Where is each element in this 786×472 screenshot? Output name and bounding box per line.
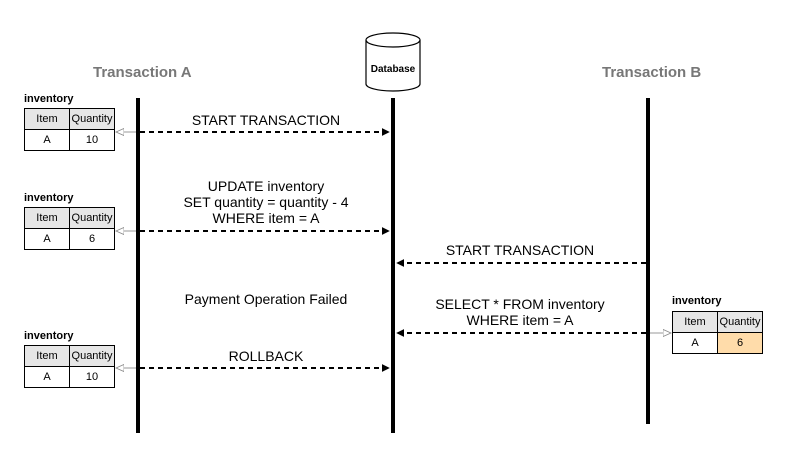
cell-item: A [672,332,718,354]
transaction-b-title: Transaction B [602,64,702,81]
table-header-row: Item Quantity [672,311,763,333]
column-header: Quantity [69,207,115,229]
cell-quantity: 10 [69,366,115,388]
message-text: ROLLBACK [228,348,304,364]
table-row: A 10 [24,366,115,388]
cell-quantity: 10 [69,129,115,151]
inventory-table-4: Item Quantity A 6 [672,311,763,354]
column-header: Quantity [69,345,115,367]
note-payment-failed: Payment Operation Failed [185,291,348,307]
message-line: UPDATE inventory [207,178,325,194]
table-header-row: Item Quantity [24,108,115,130]
column-header: Quantity [69,108,115,130]
message-text: START TRANSACTION [191,112,341,128]
cell-item: A [24,366,70,388]
column-header: Quantity [717,311,763,333]
table-header-row: Item Quantity [24,345,115,367]
database-icon [365,32,421,92]
transaction-a-title: Transaction A [93,64,192,81]
message-select: SELECT * FROM inventory WHERE item = A [435,296,604,328]
inventory-table-2: Item Quantity A 6 [24,207,115,250]
inventory-table-1-title: inventory [24,93,74,105]
column-header: Item [24,207,70,229]
column-header: Item [672,311,718,333]
table-row: A 10 [24,129,115,151]
inventory-table-2-title: inventory [24,192,74,204]
message-line: WHERE item = A [466,312,574,328]
inventory-table-3: Item Quantity A 10 [24,345,115,388]
message-line: WHERE item = A [212,210,320,226]
message-line: SELECT * FROM inventory [435,296,605,312]
message-rollback: ROLLBACK [229,348,304,364]
message-start-transaction-b: START TRANSACTION [446,242,594,258]
cell-item: A [24,129,70,151]
column-header: Item [24,345,70,367]
message-line: SET quantity = quantity - 4 [183,194,349,210]
inventory-table-4-title: inventory [672,295,722,307]
table-row: A 6 [24,228,115,250]
message-start-transaction-a: START TRANSACTION [192,112,340,128]
cell-item: A [24,228,70,250]
message-text: START TRANSACTION [445,242,595,258]
cell-quantity-highlighted: 6 [717,332,763,354]
inventory-table-1: Item Quantity A 10 [24,108,115,151]
note-text: Payment Operation Failed [184,291,348,307]
table-header-row: Item Quantity [24,207,115,229]
database-label: Database [370,64,416,75]
column-header: Item [24,108,70,130]
inventory-table-3-title: inventory [24,330,74,342]
message-update: UPDATE inventory SET quantity = quantity… [183,178,348,226]
table-row: A 6 [672,332,763,354]
cell-quantity: 6 [69,228,115,250]
